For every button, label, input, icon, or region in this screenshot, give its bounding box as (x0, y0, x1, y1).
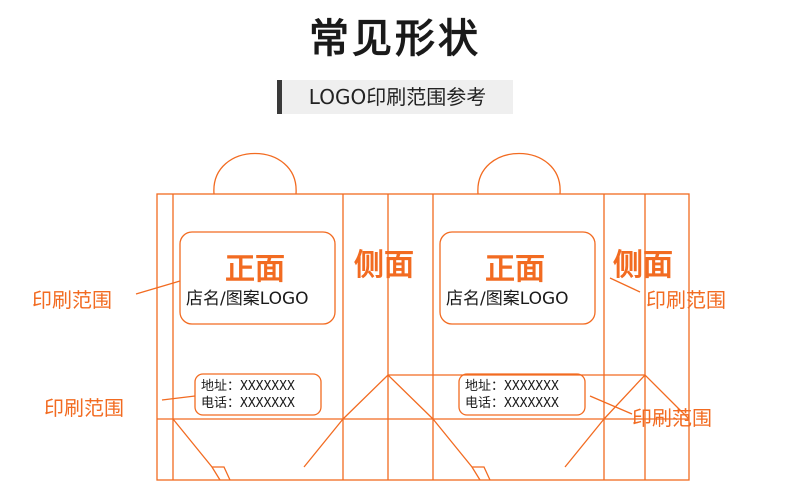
side-panel-label-left: 侧面 (354, 248, 414, 283)
front-panel-title: 正面 (225, 252, 285, 287)
bottom-gusset-left-front-2 (212, 466, 231, 481)
back-panel-title: 正面 (485, 252, 545, 287)
callout-leader-right-top (609, 277, 641, 293)
back-print-area (439, 231, 596, 325)
callout-leader-right-bottom (589, 395, 633, 415)
dieline-outline (156, 193, 690, 481)
bottom-gusset-diagonal-b (564, 418, 605, 468)
front-address-area (194, 373, 322, 416)
page-title: 常见形状 (309, 16, 481, 62)
callout-right-top: 印刷范围 (646, 288, 726, 312)
callout-left-bottom: 印刷范围 (44, 396, 124, 420)
front-panel-content: 店名/图案LOGO (186, 289, 309, 309)
callout-leader-left-bottom (161, 395, 196, 401)
bottom-gusset-right-front (432, 418, 481, 481)
back-phone-line: 电话：XXXXXXX (465, 396, 559, 411)
back-address-line: 地址：XXXXXXX (465, 379, 559, 394)
bottom-gusset-right-side (603, 374, 690, 420)
bottom-gusset-left-front (172, 418, 221, 481)
side-panel-label-right: 侧面 (613, 248, 673, 283)
front-print-area (179, 231, 336, 325)
callout-left-top: 印刷范围 (32, 288, 112, 312)
left-handle (213, 153, 297, 195)
bottom-gusset-left-side (342, 374, 434, 420)
back-address-area (458, 373, 586, 416)
bottom-gusset-diagonal-a (303, 418, 344, 468)
right-handle (477, 153, 561, 195)
back-panel-content: 店名/图案LOGO (446, 289, 569, 309)
bottom-gusset-right-front-2 (472, 466, 491, 481)
front-phone-line: 电话：XXXXXXX (201, 396, 295, 411)
callout-leader-left-top (135, 280, 181, 295)
callout-right-bottom: 印刷范围 (632, 406, 712, 430)
front-address-line: 地址：XXXXXXX (201, 379, 295, 394)
subtitle-banner: LOGO印刷范围参考 (277, 80, 513, 114)
